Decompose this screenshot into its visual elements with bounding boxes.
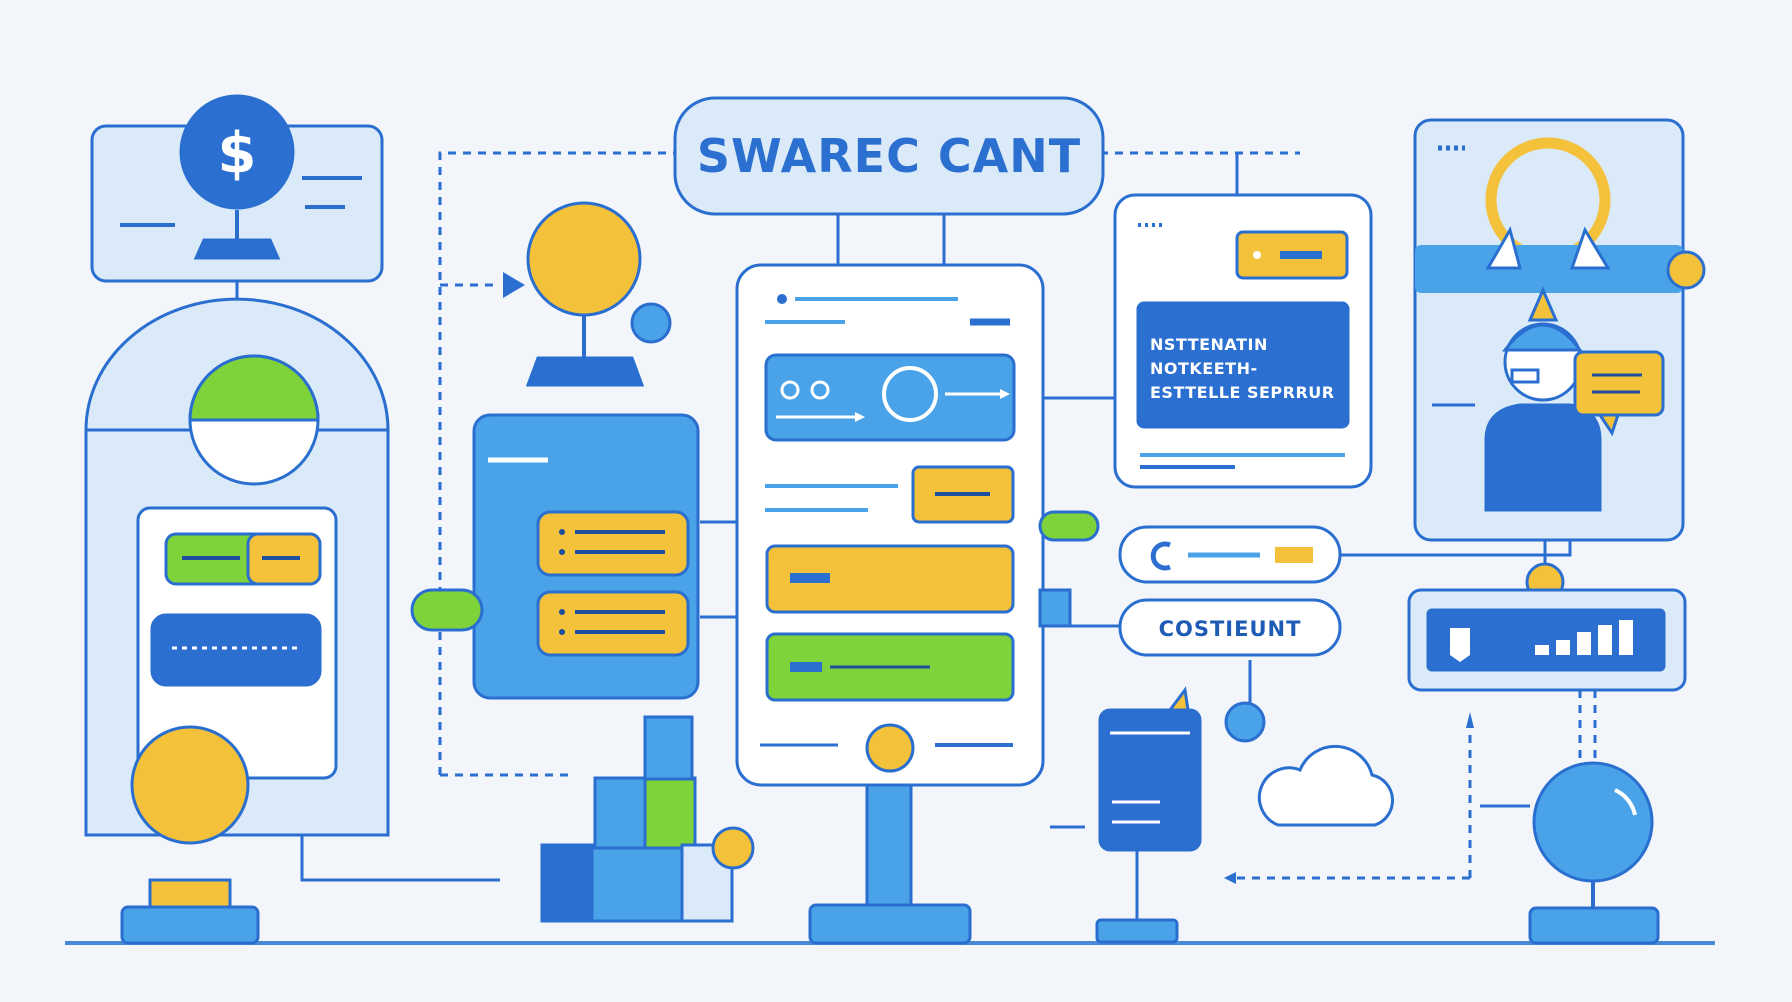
pill-label: COSTIEUNT	[1159, 617, 1302, 641]
title-text: SWAREC CANT	[697, 129, 1081, 183]
bottom-blocks	[540, 715, 755, 923]
info-line-2: NOTKEETH-	[1150, 359, 1258, 378]
left-cabinet	[84, 297, 390, 945]
info-line-3: ESTTELLE SEPRRUR	[1150, 383, 1335, 402]
play-triangle-icon	[503, 272, 525, 298]
signal-dashboard	[560, 588, 1687, 884]
blue-list-panel	[410, 413, 700, 700]
info-document: NSTTENATIN NOTKEETH- ESTTELLE SEPRRUR	[1113, 193, 1373, 489]
title-banner: SWAREC CANT	[673, 96, 1105, 216]
central-panel	[735, 263, 1100, 945]
info-line-1: NSTTENATIN	[1150, 335, 1268, 354]
ball-stand	[503, 201, 672, 387]
cloud-icon	[1257, 744, 1394, 827]
connectors	[235, 151, 1597, 925]
top-left-card: $	[90, 94, 384, 283]
dollar-icon	[179, 94, 295, 210]
person-icon	[1484, 286, 1602, 512]
battery-device	[1050, 686, 1202, 944]
chat-bubble-icon	[1573, 350, 1665, 437]
profile-card	[1413, 118, 1706, 602]
pill-group: COSTIEUNT	[1118, 525, 1342, 743]
bar-signal-icon	[1535, 620, 1633, 655]
svg-text:$: $	[218, 121, 257, 186]
globe-icon	[1528, 761, 1660, 945]
